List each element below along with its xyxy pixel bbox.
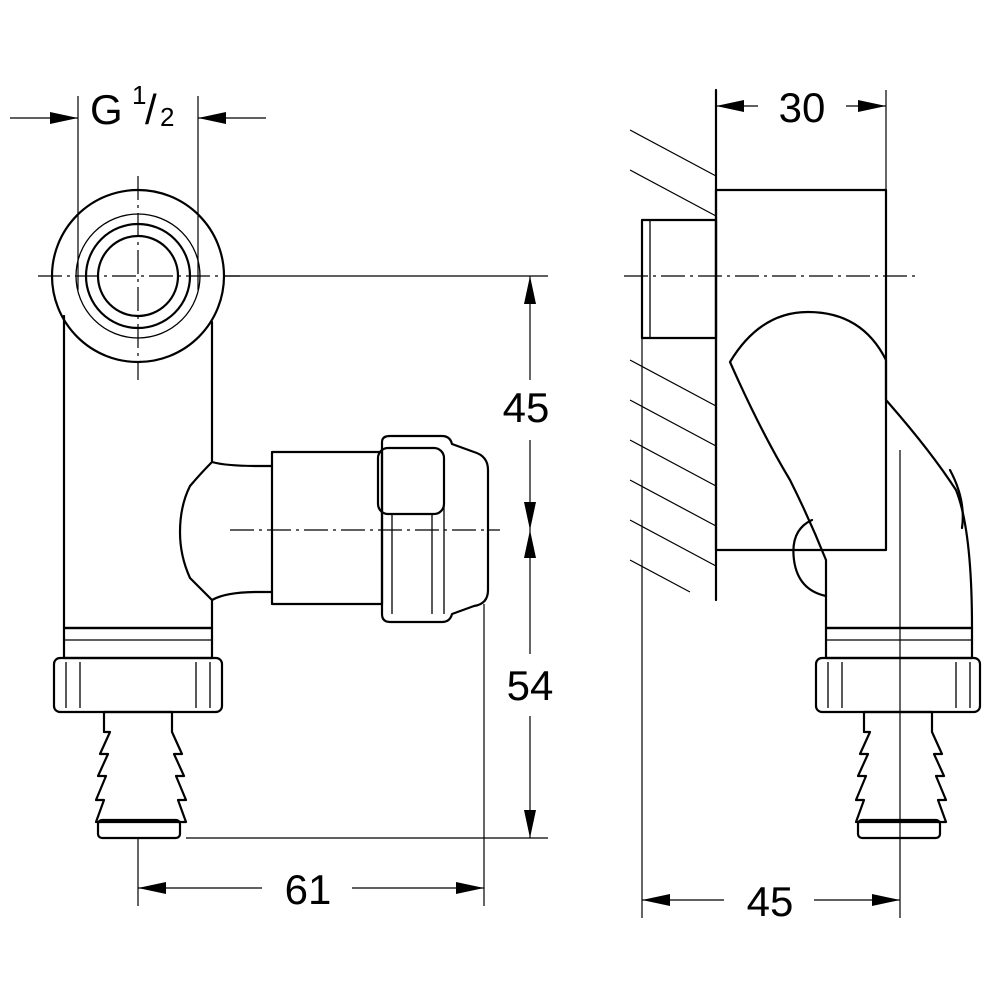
thread-letter: G <box>90 86 123 133</box>
front-side-bulge <box>210 460 274 602</box>
front-handle <box>380 434 490 624</box>
side-flange <box>714 188 888 552</box>
side-hose-tail <box>854 710 948 824</box>
dim-width-45: 45 <box>747 878 794 925</box>
dimensions <box>10 90 901 918</box>
side-view <box>629 88 982 840</box>
dim-width-61: 61 <box>285 866 332 913</box>
front-body-outline <box>62 314 214 630</box>
dim-depth-30: 30 <box>779 84 826 131</box>
side-body <box>728 310 974 630</box>
thread-denominator: 2 <box>160 102 174 132</box>
dim-height-54: 54 <box>507 662 554 709</box>
front-nut <box>52 656 224 714</box>
front-handle-window <box>376 446 446 516</box>
thread-slash: / <box>145 86 157 133</box>
front-hose-tail <box>94 710 188 824</box>
front-view <box>50 188 490 840</box>
dim-height-45: 45 <box>503 384 550 431</box>
front-nut-collar <box>62 626 214 660</box>
thread-numerator: 1 <box>132 80 146 110</box>
wall-hatch <box>629 129 717 593</box>
front-flange-inner <box>84 222 192 330</box>
side-nut-collar <box>824 626 974 660</box>
side-handle-bulge <box>792 468 964 598</box>
side-hose-tip <box>856 818 942 840</box>
front-hose-tip <box>96 818 182 840</box>
side-thread <box>640 218 718 340</box>
centerlines <box>38 176 916 531</box>
front-valve-body <box>270 450 384 606</box>
dimension-labels: G 1 / 2 30 45 54 61 45 <box>90 80 825 925</box>
